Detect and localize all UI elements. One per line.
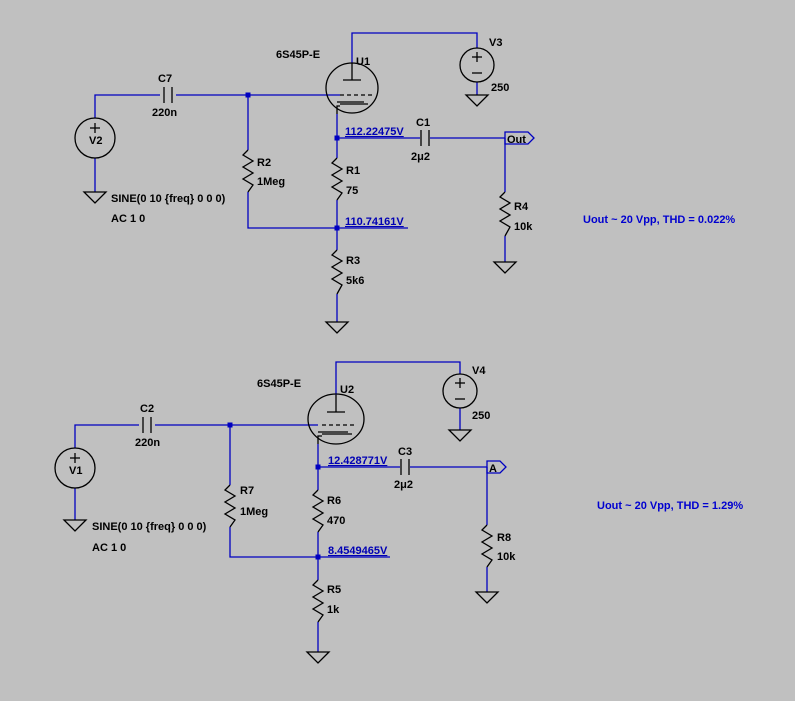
ground-symbol [82, 191, 108, 204]
resistor-r2[interactable]: R2 1Meg [241, 149, 285, 193]
svg-text:220n: 220n [135, 437, 160, 449]
svg-text:C2: C2 [140, 403, 154, 415]
source-ac: AC 1 0 [111, 213, 145, 225]
node-voltage: 8.4549465V [328, 545, 388, 557]
svg-text:U1: U1 [356, 56, 370, 68]
vacuum-tube-u2[interactable]: U2 6S45P-E [257, 378, 365, 445]
svg-text:R1: R1 [346, 165, 360, 177]
svg-text:V1: V1 [69, 465, 82, 477]
capacitor-c7[interactable]: C7 220n [152, 73, 177, 119]
source-spec: SINE(0 10 {freq} 0 0 0) [92, 521, 207, 533]
capacitor-c2[interactable]: C2 220n [135, 403, 160, 449]
ground-symbol [474, 591, 500, 604]
result-note: Uout ~ 20 Vpp, THD = 1.29% [597, 500, 743, 512]
ground-symbol [447, 429, 473, 442]
svg-text:R7: R7 [240, 485, 254, 497]
vacuum-tube-u1[interactable]: U1 6S45P-E [276, 49, 379, 114]
svg-text:5k6: 5k6 [346, 275, 364, 287]
svg-text:6S45P-E: 6S45P-E [257, 378, 301, 390]
junction-dot [227, 422, 233, 428]
source-ac: AC 1 0 [92, 542, 126, 554]
resistor-r4[interactable]: R4 10k [498, 191, 533, 237]
source-ref: V2 [89, 135, 102, 147]
svg-text:1k: 1k [327, 604, 340, 616]
junction-dot [334, 135, 340, 141]
svg-text:75: 75 [346, 185, 358, 197]
svg-text:250: 250 [491, 82, 509, 94]
svg-text:U2: U2 [340, 384, 354, 396]
ground-symbol [492, 261, 518, 274]
output-port-out[interactable]: Out [504, 131, 535, 146]
resistor-r6[interactable]: R6 470 [311, 489, 345, 533]
resistor-r5[interactable]: R5 1k [311, 579, 341, 623]
voltage-source-v2[interactable]: V2 [74, 117, 116, 159]
ground-symbol [464, 94, 490, 107]
voltage-source-v4[interactable]: V4 250 [442, 365, 490, 422]
svg-text:10k: 10k [497, 551, 516, 563]
svg-text:10k: 10k [514, 221, 533, 233]
svg-text:C3: C3 [398, 446, 412, 458]
node-voltage: 12.428771V [328, 455, 388, 467]
svg-text:220n: 220n [152, 107, 177, 119]
capacitor-c1[interactable]: C1 2μ2 [411, 117, 430, 163]
capacitor-c3[interactable]: C3 2μ2 [394, 446, 413, 491]
wire[interactable] [94, 94, 160, 118]
svg-text:6S45P-E: 6S45P-E [276, 49, 320, 61]
svg-text:1Meg: 1Meg [240, 506, 268, 518]
junction-dot [315, 554, 321, 560]
svg-text:R4: R4 [514, 201, 529, 213]
node-voltage: 112.22475V [345, 126, 404, 138]
wire[interactable] [335, 361, 461, 395]
resistor-r3[interactable]: R3 5k6 [330, 249, 364, 295]
ground-symbol [324, 321, 350, 334]
wire[interactable] [74, 424, 139, 448]
svg-text:A: A [489, 463, 497, 475]
result-note: Uout ~ 20 Vpp, THD = 0.022% [583, 214, 735, 226]
svg-text:R3: R3 [346, 255, 360, 267]
junction-dot [245, 92, 251, 98]
junction-dot [334, 225, 340, 231]
node-voltage: 110.74161V [345, 216, 404, 228]
svg-text:V4: V4 [472, 365, 486, 377]
ground-symbol [62, 519, 88, 532]
svg-text:1Meg: 1Meg [257, 176, 285, 188]
wire[interactable] [247, 192, 408, 229]
svg-text:V3: V3 [489, 37, 502, 49]
resistor-r1[interactable]: R1 75 [330, 157, 360, 201]
svg-text:2μ2: 2μ2 [411, 151, 430, 163]
junction-dot [315, 464, 321, 470]
svg-text:C7: C7 [158, 73, 172, 85]
ground-symbol [305, 651, 331, 664]
svg-text:R6: R6 [327, 495, 341, 507]
svg-text:R5: R5 [327, 584, 341, 596]
svg-text:Out: Out [507, 134, 526, 146]
voltage-source-v1[interactable]: V1 [54, 447, 96, 489]
voltage-source-v3[interactable]: V3 250 [459, 37, 509, 94]
svg-text:470: 470 [327, 515, 345, 527]
svg-text:250: 250 [472, 410, 490, 422]
source-spec: SINE(0 10 {freq} 0 0 0) [111, 193, 226, 205]
circuit-top: V2 SINE(0 10 {freq} 0 0 0) AC 1 0 C7 220… [74, 32, 735, 334]
circuit-bottom: V1 SINE(0 10 {freq} 0 0 0) AC 1 0 C2 220… [54, 361, 743, 664]
resistor-r8[interactable]: R8 10k [480, 524, 516, 568]
svg-text:C1: C1 [416, 117, 430, 129]
wire[interactable] [351, 32, 478, 63]
svg-text:R2: R2 [257, 157, 271, 169]
svg-text:R8: R8 [497, 532, 511, 544]
resistor-r7[interactable]: R7 1Meg [223, 484, 268, 528]
wire[interactable] [229, 527, 390, 558]
svg-text:2μ2: 2μ2 [394, 479, 413, 491]
output-port-a[interactable]: A [486, 460, 507, 475]
